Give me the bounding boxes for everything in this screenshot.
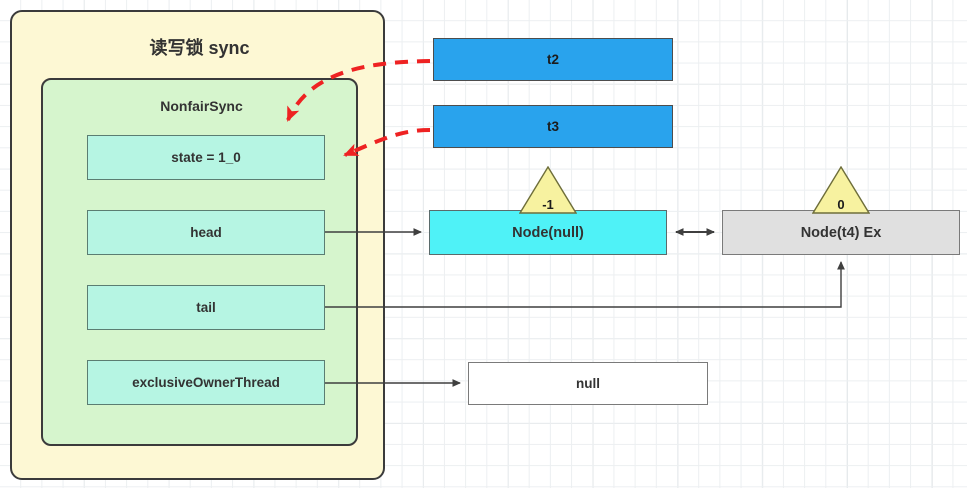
nonfairsync-title: NonfairSync [160,98,243,114]
waitstatus-value: 0 [837,197,845,212]
thread-box-t3: t3 [433,105,673,148]
owner-value-box: null [468,362,708,405]
thread-box-t2: t2 [433,38,673,81]
queue-node-null: Node(null) [429,210,667,255]
queue-node-t4: Node(t4) Ex [722,210,960,255]
waitstatus-badge-node-null: -1 [519,166,577,214]
connector-tail-to-node-t4 [325,261,845,308]
field-exclusiveownerthread: exclusiveOwnerThread [87,360,325,405]
triangle-icon [519,166,577,214]
field-tail: tail [87,285,325,330]
field-head: head [87,210,325,255]
sync-container-title: 读写锁 sync [149,38,250,58]
waitstatus-value: -1 [542,197,554,212]
triangle-icon [812,166,870,214]
waitstatus-badge-node-t4: 0 [812,166,870,214]
field-state: state = 1_0 [87,135,325,180]
